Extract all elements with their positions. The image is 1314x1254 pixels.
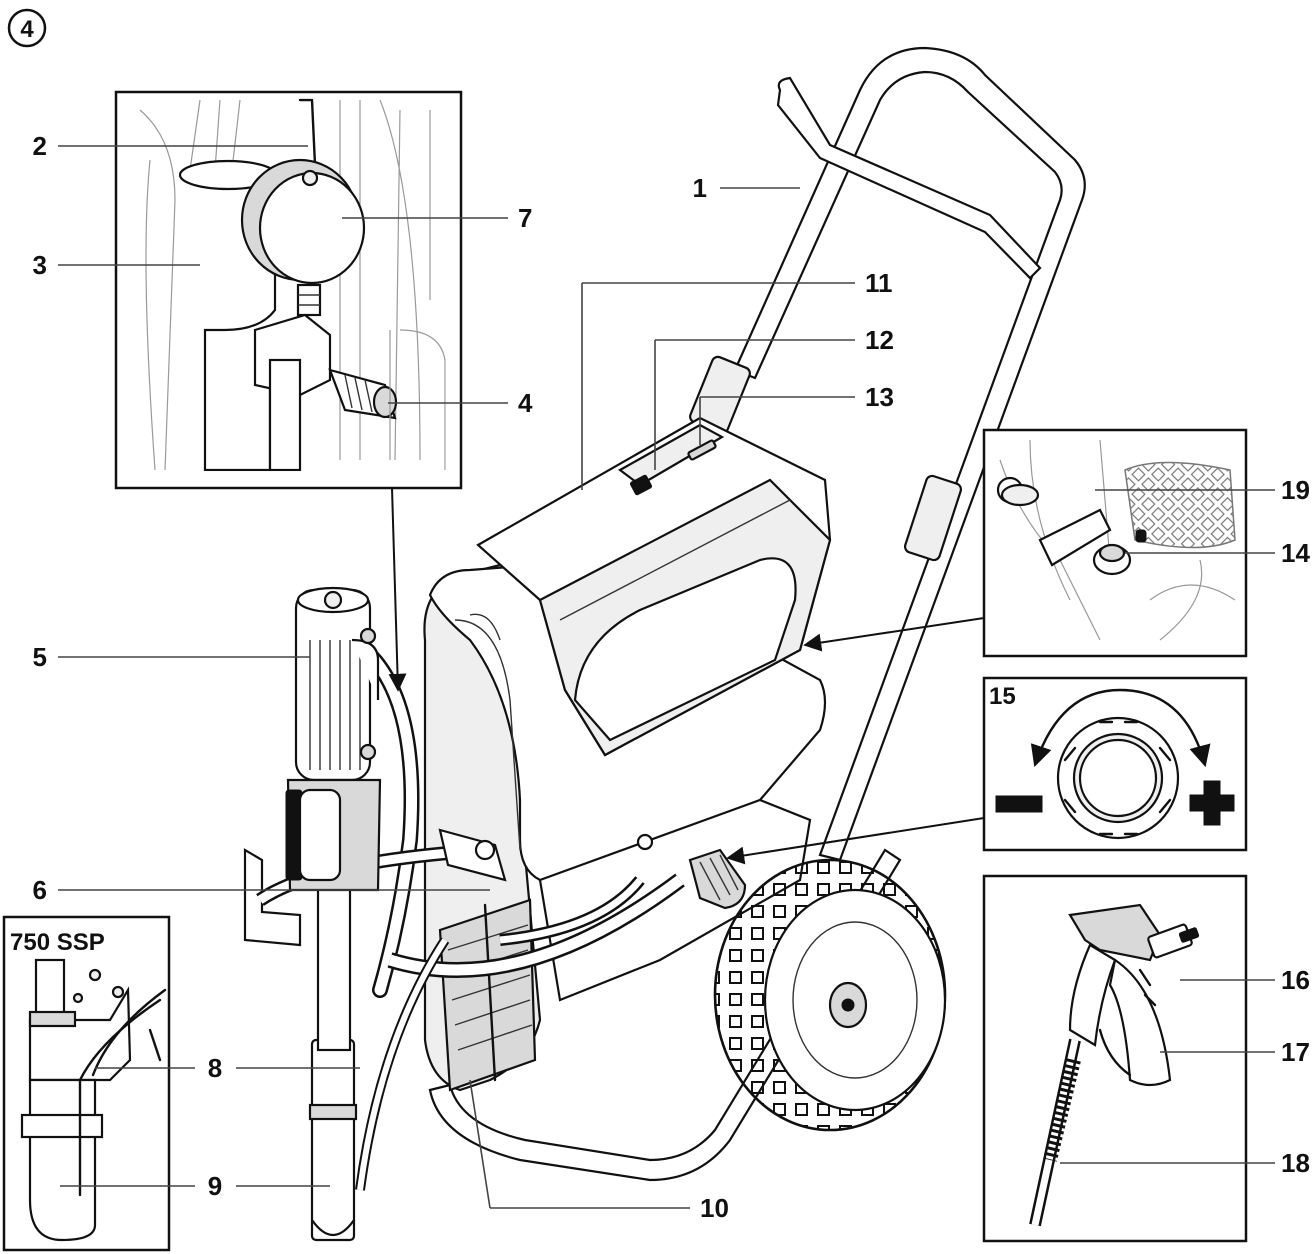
inset-750-ssp: 750 SSP — [2, 915, 171, 1252]
inset-pressure-dial: − + — [982, 676, 1248, 852]
callout-5: 5 — [33, 642, 47, 672]
callout-17: 17 — [1281, 1037, 1310, 1067]
motor-vent-grille — [438, 898, 537, 1092]
inset-fill-plug — [982, 428, 1248, 658]
pressure-gauge-icon — [242, 160, 364, 315]
callout-4: 4 — [518, 388, 533, 418]
plus-sign — [1189, 780, 1235, 826]
motor-cover — [476, 416, 832, 757]
callout-1: 1 — [693, 173, 707, 203]
suction-tube-assembly — [285, 586, 382, 1242]
svg-text:−: − — [1006, 759, 1007, 761]
power-switch-icon — [629, 474, 653, 496]
callout-2: 2 — [33, 131, 47, 161]
callout-16: 16 — [1281, 965, 1310, 995]
cart-handle-icon — [689, 46, 1086, 862]
callout-12: 12 — [865, 325, 894, 355]
callout-6: 6 — [33, 875, 47, 905]
callout-3: 3 — [33, 250, 47, 280]
spray-gun-icon — [1029, 903, 1200, 1227]
svg-text:+: + — [1212, 758, 1213, 761]
pressure-dial-icon — [1056, 716, 1180, 840]
callout-11: 11 — [865, 268, 893, 298]
figure-number: 4 — [20, 16, 34, 43]
wheel-icon — [713, 858, 947, 1132]
callout-13: 13 — [865, 382, 894, 412]
leader-lines — [58, 145, 1275, 1209]
model-label: 750 SSP — [10, 929, 105, 956]
callout-10: 10 — [700, 1193, 729, 1223]
oil-plug-icon — [1092, 543, 1132, 576]
callout-numbers: 1 2 3 4 5 6 7 8 9 10 11 12 13 14 15 16 1… — [33, 131, 1311, 1223]
direction-arrow-icon — [1030, 688, 1211, 768]
minus-sign — [995, 795, 1043, 813]
inset-pressure-gauge — [114, 90, 463, 490]
callout-8: 8 — [208, 1053, 222, 1083]
callout-18: 18 — [1281, 1148, 1310, 1178]
inset-spray-gun — [982, 874, 1248, 1243]
callout-19: 19 — [1281, 475, 1310, 505]
figure-number-badge: 4 — [7, 8, 47, 48]
callout-7: 7 — [518, 203, 532, 233]
indicator-light-icon — [687, 439, 717, 461]
callout-15: 15 — [989, 683, 1016, 710]
reset-button-icon — [1135, 529, 1147, 543]
callout-9: 9 — [208, 1171, 222, 1201]
callout-14: 14 — [1281, 538, 1310, 568]
pressure-control-knob-icon — [636, 833, 747, 910]
control-panel — [617, 423, 725, 496]
pointer-arrows — [388, 487, 985, 865]
